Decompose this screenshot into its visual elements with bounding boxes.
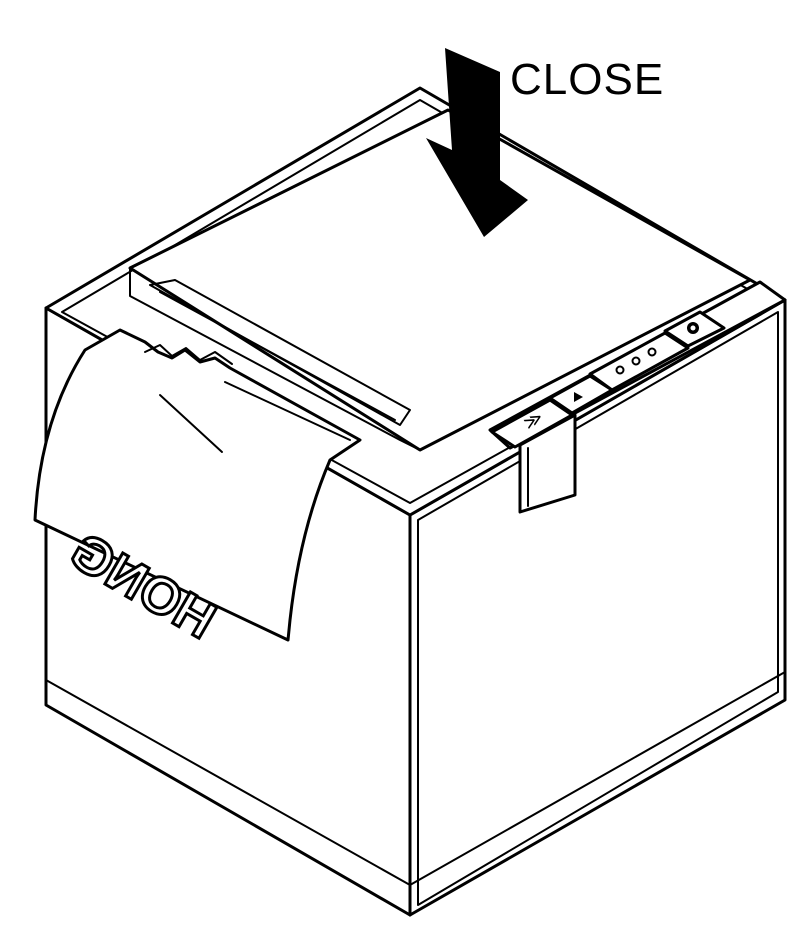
close-arrow-icon	[426, 48, 528, 237]
paper-crease	[224, 381, 351, 441]
feed-icon	[574, 392, 583, 402]
paper-fold-line	[159, 394, 223, 453]
control-panel: ≫	[488, 280, 787, 514]
paper-sheet	[33, 328, 362, 642]
status-leds-icon	[615, 347, 657, 375]
front-latch	[518, 413, 577, 514]
close-callout: CLOSE	[426, 48, 664, 237]
printer-lid	[128, 108, 752, 452]
printer-base-lip-left	[45, 679, 411, 886]
lid-surface	[128, 108, 752, 452]
status-leds-panel	[588, 331, 690, 392]
printer-base-lip-right	[409, 671, 786, 886]
close-label: CLOSE	[510, 55, 664, 104]
printer-front-inner-edge	[417, 311, 779, 906]
lid-tear-bar	[159, 291, 396, 421]
paper-torn-edge	[144, 344, 233, 365]
lid-front-groove	[129, 267, 421, 451]
power-button[interactable]	[663, 310, 726, 348]
